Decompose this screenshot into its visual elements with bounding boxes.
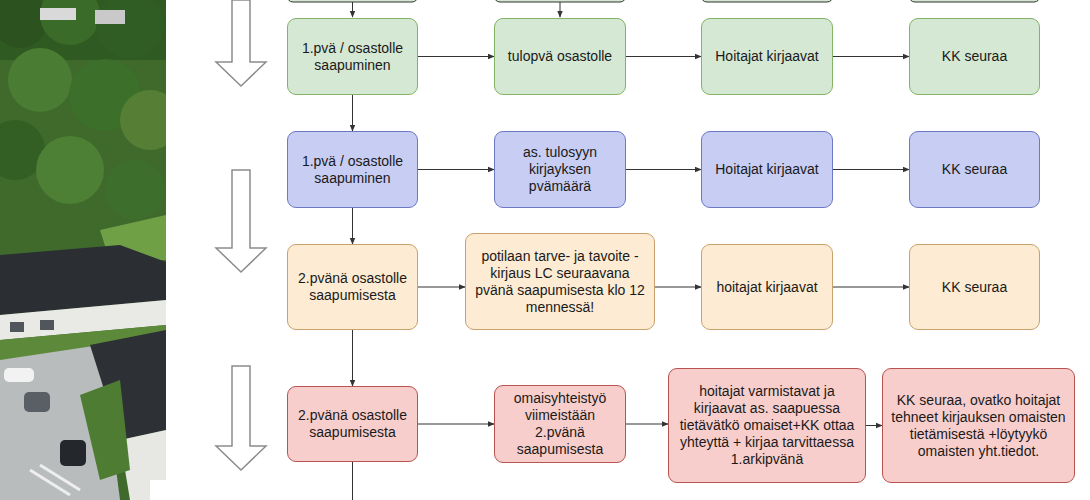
connector-arrow xyxy=(626,169,701,170)
process-box: omaisyhteistyö viimeistään 2.pvänä saapu… xyxy=(494,385,626,463)
connector-arrow xyxy=(418,424,494,425)
process-box: tulopvä osastolle xyxy=(494,18,626,95)
connector-arrow xyxy=(352,208,353,244)
process-box: as. tulosyyn kirjayksen pvämäärä xyxy=(494,131,626,208)
box-label: 1.pvä / osastolle saapuminen xyxy=(294,40,411,74)
box-label: as. tulosyyn kirjayksen pvämäärä xyxy=(501,144,619,195)
connector-arrow xyxy=(352,330,353,386)
connector-arrow xyxy=(418,169,494,170)
box-label: 2.pvänä osastolle saapumisesta xyxy=(294,270,411,304)
box-label: tulopvä osastolle xyxy=(508,48,612,65)
aerial-photo xyxy=(0,0,166,500)
connector-arrow xyxy=(833,169,909,170)
process-box: 2.pvänä osastolle saapumisesta xyxy=(287,244,418,330)
box-label: Hoitajat kirjaavat xyxy=(715,48,819,65)
connector-arrow xyxy=(833,56,909,57)
box-label: KK seuraa xyxy=(942,161,1007,178)
process-box: 1.pvä / osastolle saapuminen xyxy=(287,131,418,208)
process-box: KK seuraa, ovatko hoitajat tehneet kirja… xyxy=(882,368,1075,483)
connector-arrow xyxy=(655,287,701,288)
connector-arrow xyxy=(418,56,494,57)
box-label: hoitajat varmistavat ja kirjaavat as. sa… xyxy=(675,383,859,468)
process-box: KK seuraa xyxy=(909,244,1040,330)
box-label: KK seuraa xyxy=(942,48,1007,65)
connector-arrow xyxy=(352,95,353,131)
connector-arrow xyxy=(418,287,465,288)
process-box: KK seuraa xyxy=(909,18,1040,95)
box-label: hoitajat kirjaavat xyxy=(716,279,817,296)
box-label: KK seuraa, ovatko hoitajat tehneet kirja… xyxy=(889,392,1068,460)
connector-arrow xyxy=(866,425,882,426)
process-box: hoitajat kirjaavat xyxy=(701,244,833,330)
connector-arrow xyxy=(833,287,909,288)
box-label: omaisyhteistyö viimeistään 2.pvänä saapu… xyxy=(501,390,619,458)
process-box: hoitajat varmistavat ja kirjaavat as. sa… xyxy=(668,368,866,483)
box-label: Hoitajat kirjaavat xyxy=(715,161,819,178)
process-box: Hoitajat kirjaavat xyxy=(701,131,833,208)
process-box: potilaan tarve- ja tavoite -kirjaus LC s… xyxy=(465,233,655,330)
process-box: 2.pvänä osastolle saapumisesta xyxy=(287,386,418,462)
box-label: 2.pvänä osastolle saapumisesta xyxy=(294,407,411,441)
box-label: KK seuraa xyxy=(942,279,1007,296)
cutoff-box xyxy=(287,0,1040,2)
connector-arrow xyxy=(626,56,701,57)
process-box: Hoitajat kirjaavat xyxy=(701,18,833,95)
process-box: 1.pvä / osastolle saapuminen xyxy=(287,18,418,95)
box-label: 1.pvä / osastolle saapuminen xyxy=(294,153,411,187)
connector-arrow xyxy=(626,424,668,425)
box-label: potilaan tarve- ja tavoite -kirjaus LC s… xyxy=(472,248,648,316)
process-box: KK seuraa xyxy=(909,131,1040,208)
hollow-arrow xyxy=(216,0,266,470)
